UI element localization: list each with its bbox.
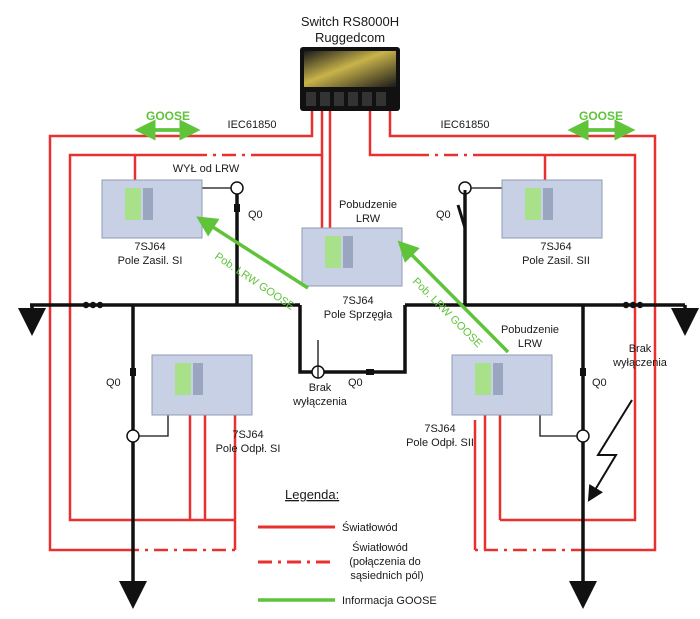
relay-odpl-sii-name: Pole Odpł. SII	[406, 437, 474, 449]
switch-device	[300, 47, 400, 111]
ct-odpl-si	[126, 429, 140, 443]
goose-label-left: GOOSE	[146, 109, 190, 123]
relay-odpl-si	[151, 354, 253, 416]
brak-right-2: wyłączenia	[612, 357, 668, 369]
pobudzenie-center-2: LRW	[356, 213, 381, 225]
relay-zasil-si-name: Pole Zasil. SI	[118, 255, 183, 267]
legend-item-fiber-dash-3: sąsiednich pól)	[350, 570, 423, 582]
relay-sprzegla	[301, 227, 403, 287]
wyl-lrw-label: WYŁ od LRW	[173, 163, 240, 175]
ct-zasil-si	[230, 181, 244, 195]
brak-right-1: Brak	[629, 343, 652, 355]
coupling-loop	[298, 305, 407, 374]
goose-diag-left	[196, 216, 309, 290]
switch-title-2: Ruggedcom	[315, 30, 385, 45]
goose-label-right: GOOSE	[579, 109, 623, 123]
legend-item-fiber-dash-1: Światłowód	[352, 541, 408, 554]
relay-zasil-si-model: 7SJ64	[134, 241, 165, 253]
brak-center-2: wyłączenia	[292, 396, 348, 408]
q0-bottom-right-label: Q0	[592, 377, 607, 389]
relay-odpl-si-model: 7SJ64	[232, 429, 263, 441]
goose-diag-right	[397, 240, 510, 354]
q0-bottom-left-label: Q0	[106, 377, 121, 389]
breaker-q0-top-left	[234, 204, 240, 212]
fiber-inner-right-path	[485, 153, 637, 522]
ct-odpl-sii	[576, 429, 590, 443]
breakers	[130, 204, 586, 376]
q0-mid-label: Q0	[348, 377, 363, 389]
relay-sprzegla-name: Pole Sprzęgła	[324, 309, 393, 321]
relay-odpl-sii-model: 7SJ64	[424, 423, 455, 435]
busbar-dots	[82, 301, 644, 309]
relay-odpl-sii	[451, 354, 553, 416]
relay-zasil-sii-name: Pole Zasil. SII	[522, 255, 590, 267]
pobudzenie-center-1: Pobudzenie	[339, 199, 397, 211]
legend-title: Legenda:	[285, 487, 339, 502]
brak-center-1: Brak	[309, 382, 332, 394]
breaker-q0-mid	[366, 369, 374, 375]
breaker-q0-top-right-open	[456, 190, 467, 305]
legend-item-goose: Informacja GOOSE	[342, 595, 437, 607]
legend-item-fiber: Światłowód	[342, 521, 398, 534]
pobudzenie-right-1: Pobudzenie	[501, 324, 559, 336]
fiber-outer-left	[48, 105, 314, 552]
pobudzenie-right-2: LRW	[518, 338, 543, 350]
legend: Legenda: Światłowód Światłowód (połączen…	[258, 487, 437, 607]
fault-lightning-icon	[587, 399, 633, 502]
q0-top-right-label: Q0	[436, 209, 451, 221]
q0-top-left-label: Q0	[248, 209, 263, 221]
iec-label-left: IEC61850	[228, 119, 277, 131]
relay-zasil-sii	[501, 179, 603, 239]
fiber-outer-right	[388, 105, 657, 552]
iec-label-right: IEC61850	[441, 119, 490, 131]
breaker-q0-bottom-right	[580, 368, 586, 376]
relay-sprzegla-model: 7SJ64	[342, 295, 373, 307]
switch-title-1: Switch RS8000H	[301, 14, 399, 29]
breaker-q0-bottom-left	[130, 368, 136, 376]
fiber-inner-right	[368, 105, 415, 157]
relay-zasil-si	[101, 179, 203, 239]
fiber-inner-left-path	[68, 153, 235, 522]
fiber-network	[48, 105, 657, 552]
relay-odpl-si-name: Pole Odpł. SI	[216, 443, 281, 455]
goose-arrows	[134, 119, 636, 354]
ct-links	[139, 187, 577, 437]
relay-zasil-sii-model: 7SJ64	[540, 241, 571, 253]
goose-diag-label-right: Pob. LRW GOOSE	[410, 276, 484, 350]
legend-item-fiber-dash-2: (połączenia do	[349, 556, 421, 568]
